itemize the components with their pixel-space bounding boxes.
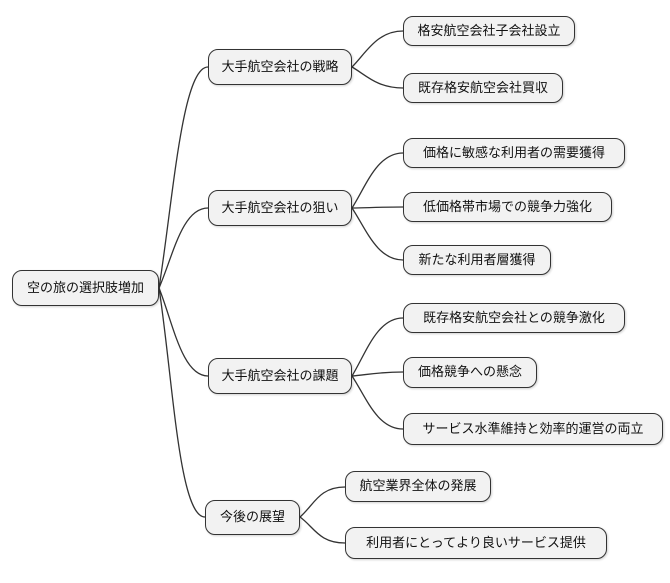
edge-branch3-leaf1 (351, 317, 404, 377)
leaf-node: 新たな利用者層獲得 (403, 245, 551, 275)
leaf-node: 価格競争への懸念 (403, 357, 537, 388)
leaf-node: 既存格安航空会社との競争激化 (403, 303, 625, 333)
edge-root-branch-3 (158, 287, 209, 377)
edge-branch4-leaf1 (299, 486, 346, 518)
leaf-node: サービス水準維持と効率的運営の両立 (403, 413, 663, 445)
edge-branch1-leaf1 (351, 30, 404, 68)
edge-branch1-leaf2 (351, 66, 404, 89)
branch-node: 大手航空会社の狙い (208, 190, 352, 226)
edge-branch2-leaf3 (351, 207, 404, 261)
leaf-node: 価格に敏感な利用者の需要獲得 (403, 138, 625, 168)
branch-node: 今後の展望 (205, 500, 300, 535)
leaf-node: 格安航空会社子会社設立 (403, 16, 575, 46)
edge-branch2-leaf1 (351, 152, 404, 209)
branch-node: 大手航空会社の戦略 (208, 49, 352, 85)
branch-node: 大手航空会社の課題 (208, 358, 352, 394)
edge-branch3-leaf3 (351, 375, 404, 430)
edge-root-branch-4 (158, 287, 206, 518)
leaf-node: 既存格安航空会社買収 (403, 73, 563, 103)
edge-root-branch-2 (158, 207, 209, 289)
leaf-node: 航空業界全体の発展 (345, 471, 491, 502)
edge-branch4-leaf2 (299, 516, 346, 544)
edge-root-branch-1 (158, 66, 209, 289)
edge-branch2-leaf2 (351, 206, 404, 209)
root-node: 空の旅の選択肢増加 (12, 270, 159, 306)
edge-branch3-leaf2 (351, 371, 404, 377)
leaf-node: 低価格帯市場での競争力強化 (403, 192, 612, 222)
leaf-node: 利用者にとってより良いサービス提供 (345, 527, 607, 559)
